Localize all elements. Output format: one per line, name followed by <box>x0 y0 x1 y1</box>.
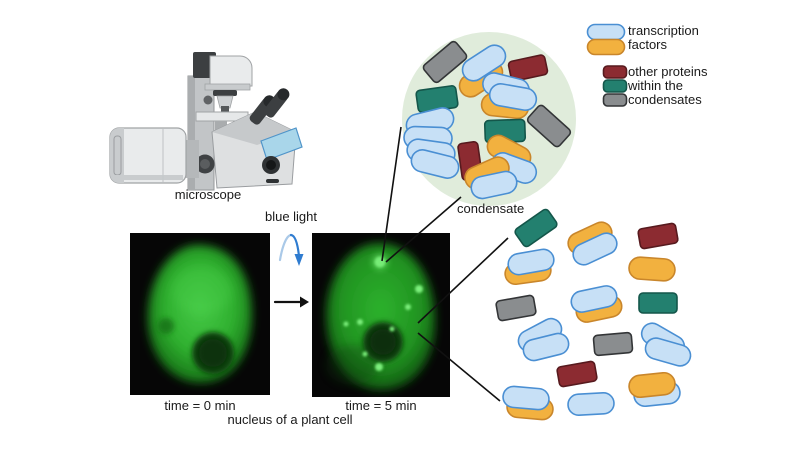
legend-line: factors <box>628 37 668 52</box>
blue-protein-pill <box>507 248 555 276</box>
red-protein-pill <box>637 222 679 250</box>
gray-protein-pill <box>495 294 537 322</box>
orange-protein-pill <box>628 371 676 399</box>
micrograph-time5 <box>312 233 450 397</box>
microscope-icon <box>109 52 303 191</box>
leader-line <box>385 196 462 263</box>
legend-transcription-factors: transcription factors <box>628 24 699 52</box>
blue-protein-pill <box>570 285 618 313</box>
blue-protein-pill <box>470 170 518 200</box>
leader-line <box>417 332 501 402</box>
red-protein-pill <box>602 65 628 79</box>
red-protein-pill <box>556 360 598 388</box>
gray-protein-pill <box>592 331 634 357</box>
blue-protein-pill <box>586 23 626 41</box>
teal-protein-pill <box>638 292 678 314</box>
legend-line: transcription <box>628 23 699 38</box>
orange-protein-pill <box>628 256 676 282</box>
blue-protein-pill <box>522 332 570 362</box>
condensate-pills-group <box>403 40 572 200</box>
nucleus-caption: nucleus of a plant cell <box>227 412 353 427</box>
gray-protein-pill <box>422 40 468 84</box>
teal-protein-pill <box>514 208 558 248</box>
time0-caption: time = 0 min <box>164 398 236 413</box>
legend-line: condensates <box>628 92 702 107</box>
blue-protein-pill <box>567 392 615 416</box>
blue-light-pulse-icon <box>278 233 304 266</box>
blue-protein-pill <box>461 44 507 82</box>
blue-protein-pill <box>644 337 692 367</box>
orange-protein-pill <box>586 38 626 56</box>
leader-line <box>417 237 509 324</box>
micrograph-time0 <box>130 233 270 395</box>
legend-swatches-group <box>586 23 628 107</box>
teal-protein-pill <box>602 79 628 93</box>
free-proteins-group <box>495 208 692 421</box>
red-protein-pill <box>507 54 549 82</box>
connector-lines-group <box>381 126 509 402</box>
microscope-label: microscope <box>174 187 242 202</box>
leader-line <box>381 126 402 262</box>
gray-protein-pill <box>526 104 572 148</box>
blue-protein-pill <box>410 149 460 179</box>
blue-protein-pill <box>488 83 538 111</box>
condensate-label: condensate <box>457 201 525 216</box>
arrow-icon <box>273 296 309 308</box>
time5-caption: time = 5 min <box>345 398 417 413</box>
blue-protein-pill <box>502 385 550 411</box>
legend-line: other proteins <box>628 64 708 79</box>
gray-protein-pill <box>602 93 628 107</box>
blue-protein-pill <box>572 232 618 266</box>
blue-light-label: blue light <box>264 209 318 224</box>
legend-line: within the <box>628 78 683 93</box>
legend-other-proteins: other proteins within the condensates <box>628 65 708 107</box>
